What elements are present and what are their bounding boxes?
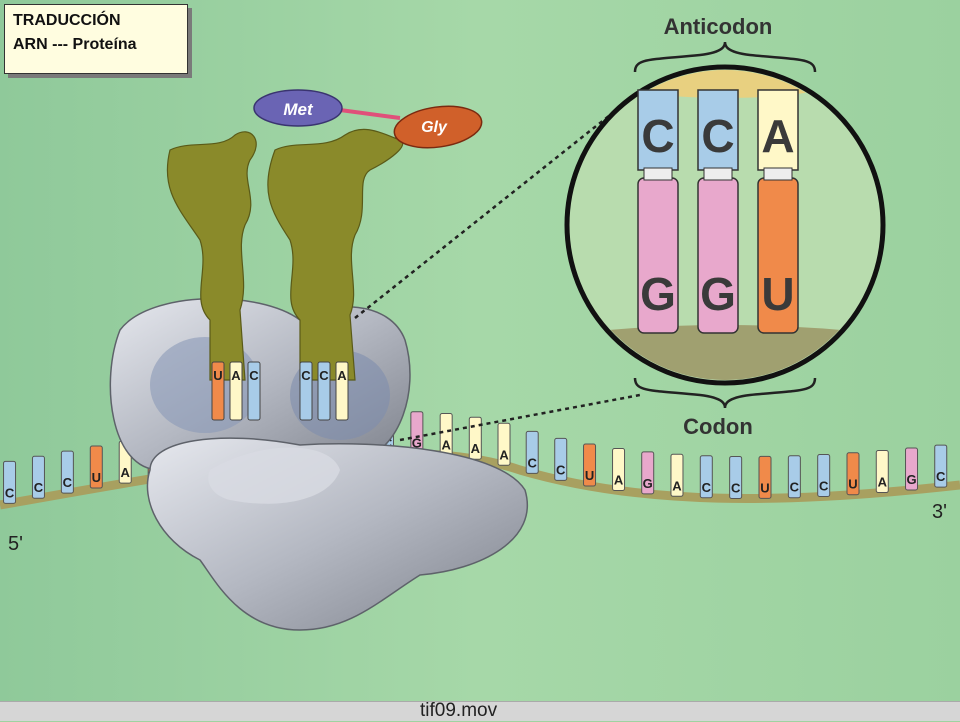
- anticodon-base-label: A: [337, 368, 347, 383]
- mrna-base-label: C: [731, 480, 741, 495]
- mrna-base: [525, 430, 539, 474]
- anticodon-letter: C: [701, 110, 734, 162]
- met-label: Met: [283, 100, 314, 119]
- mrna-base-label: C: [819, 478, 829, 493]
- mrna-base-label: A: [878, 475, 888, 490]
- mrna-base-label: A: [471, 441, 481, 456]
- mrna-base-label: A: [499, 447, 509, 462]
- met-amino-acid: [253, 89, 343, 127]
- mrna-base-label: C: [936, 469, 946, 484]
- anticodon-base-label: C: [319, 368, 329, 383]
- mrna-base-label: U: [585, 468, 594, 483]
- mrna-base-label: G: [906, 472, 916, 487]
- mrna-base-label: C: [63, 475, 73, 490]
- anticodon-base: [247, 361, 261, 421]
- codon-brace: [633, 377, 817, 409]
- mrna-base: [758, 455, 772, 499]
- codon-letter: U: [761, 268, 794, 320]
- mrna-base: [846, 452, 860, 496]
- gly-label: Gly: [421, 119, 448, 136]
- five-prime-label: 5': [8, 533, 23, 555]
- mrna-base-label: C: [556, 462, 566, 477]
- anticodon-label: Anticodon: [664, 14, 773, 39]
- mrna-base: [875, 450, 889, 494]
- mrna-base: [641, 451, 655, 495]
- anticodon-pillar: [757, 89, 799, 171]
- mrna-base-label: A: [672, 478, 682, 493]
- anticodon-base: [335, 361, 349, 421]
- mrna-base-label: U: [848, 477, 857, 492]
- anticodon-base-label: C: [249, 368, 259, 383]
- zoom-circle: C G C G A U: [564, 64, 886, 386]
- mrna-base: [934, 444, 948, 488]
- mrna-base: [60, 450, 74, 494]
- anticodon-brace: [633, 41, 817, 73]
- file-name: tif09.mov: [420, 700, 498, 721]
- codon-letter: G: [700, 268, 736, 320]
- codon-letter: G: [640, 268, 676, 320]
- trna-1: [166, 131, 257, 381]
- three-prime-label: 3': [932, 501, 947, 523]
- mrna-base: [817, 453, 831, 497]
- mrna-base: [583, 443, 597, 487]
- anticodon-base: [299, 361, 313, 421]
- gly-amino-acid: [393, 105, 483, 149]
- anticodon-base-label: A: [231, 368, 241, 383]
- anticodon-letter: A: [761, 110, 794, 162]
- mrna-base-label: A: [441, 438, 451, 453]
- anticodon-base: [317, 361, 331, 421]
- title-box: TRADUCCIÓN ARN --- Proteína: [4, 4, 188, 74]
- mrna-base: [670, 453, 684, 497]
- mrna-base: [905, 447, 919, 491]
- mrna-base: [497, 422, 511, 466]
- mrna-base-label: C: [5, 485, 15, 500]
- mrna-base-label: A: [614, 473, 624, 488]
- mrna-base: [729, 455, 743, 499]
- anticodon-letter: C: [641, 110, 674, 162]
- mrna-base-label: A: [121, 465, 131, 480]
- mrna-base: [554, 437, 568, 481]
- mrna-base-label: C: [34, 480, 44, 495]
- mrna-base-label: U: [92, 470, 101, 485]
- title-line-1: TRADUCCIÓN: [13, 12, 121, 29]
- anticodon-pillar: [637, 89, 679, 171]
- zoom-base-pairs: C G C G A U: [637, 89, 799, 334]
- anticodon-base-label: C: [301, 368, 311, 383]
- video-status-bar: [0, 701, 960, 721]
- mrna-base: [31, 455, 45, 499]
- anticodon-base: [211, 361, 225, 421]
- trna-2: [267, 128, 404, 381]
- mrna-base: [612, 448, 626, 492]
- mrna-base: [699, 455, 713, 499]
- mrna-base-label: C: [790, 480, 800, 495]
- mrna-base-label: C: [528, 455, 538, 470]
- mrna-base-label: U: [760, 480, 769, 495]
- mrna-base-label: G: [412, 436, 422, 451]
- mrna-base: [89, 445, 103, 489]
- codon-label: Codon: [683, 414, 753, 439]
- mrna-base: [3, 460, 17, 504]
- title-line-2: ARN --- Proteína: [13, 36, 137, 53]
- mrna-base-label: C: [702, 480, 712, 495]
- mrna-base: [787, 455, 801, 499]
- mrna-base-label: G: [643, 476, 653, 491]
- anticodon-base-label: U: [213, 368, 222, 383]
- anticodon-base: [229, 361, 243, 421]
